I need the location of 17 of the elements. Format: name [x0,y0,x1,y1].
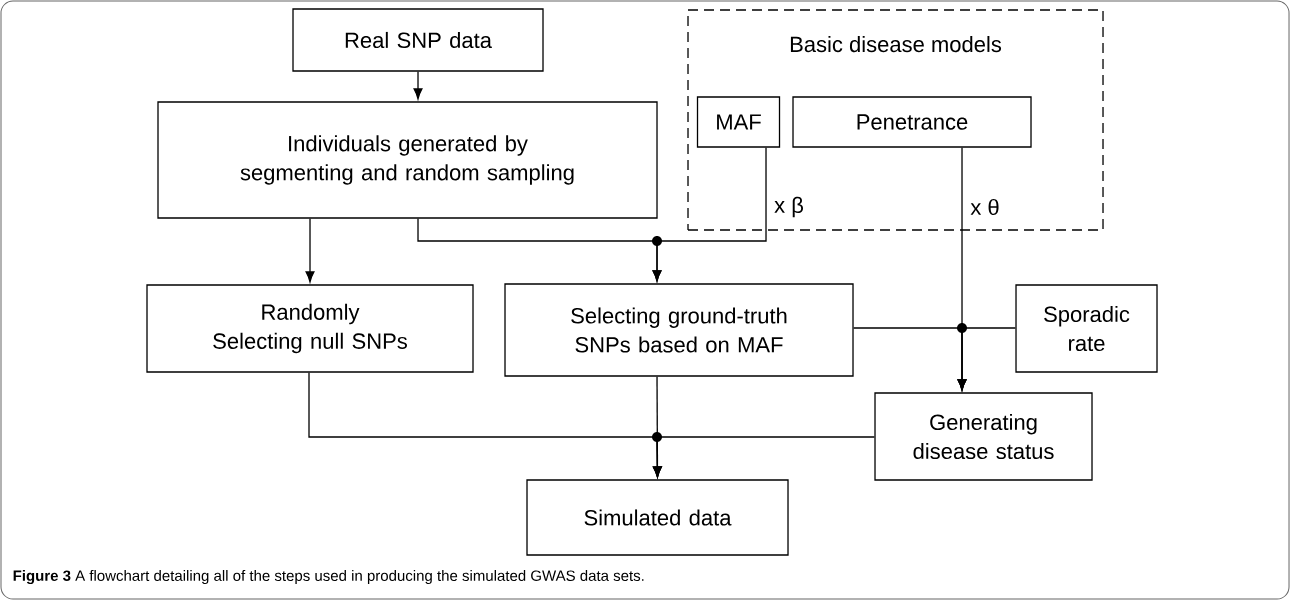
process-box: Generating disease status [874,392,1093,481]
edge-label: x θ [970,198,999,216]
edge-label: x β [774,196,803,218]
process-box: Randomly Selecting null SNPs [146,284,474,373]
arrow [305,218,315,283]
process-box: MAF [696,96,781,148]
process-box: Penetrance [792,96,1032,148]
caption: Figure 3 A flowchart detailing all of the steps used in producing the simulated GWAS data sets. [13,570,644,585]
arrow [652,436,875,478]
arrow [413,71,423,100]
arrow [957,327,1016,391]
process-box: Individuals generated by segmenting and random sampling [157,101,658,219]
process-box: Selecting ground-truth SNPs based on MAF [504,283,854,377]
process-box: Real SNP data [292,8,544,72]
arrow [652,147,767,282]
process-box: Simulated data [526,479,789,556]
process-box: Sporadic rate [1015,284,1158,373]
